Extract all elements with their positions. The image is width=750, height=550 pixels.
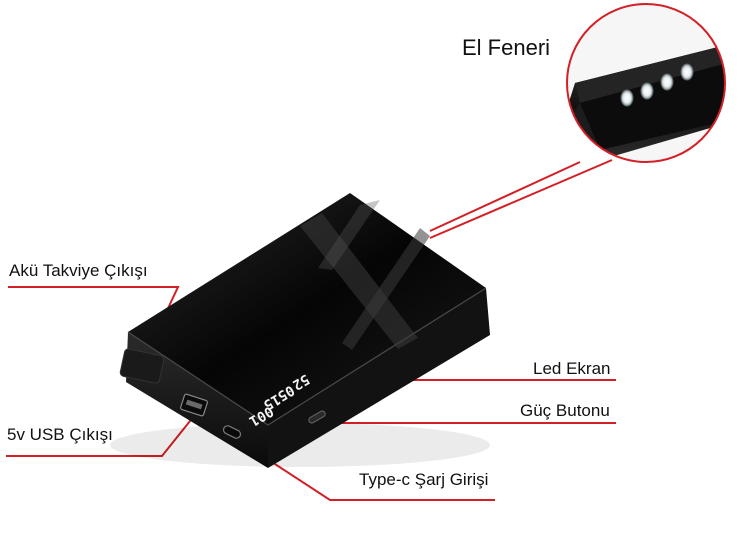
typec-input-label: Type-c Şarj Girişi <box>359 470 489 489</box>
flashlight-zoom-inset <box>566 3 726 163</box>
power-button-shape <box>308 410 326 424</box>
led-screen-label: Led Ekran <box>533 359 611 378</box>
power-bank: 52 05 15 001 <box>110 193 490 468</box>
display-row-1: 52 <box>289 371 312 393</box>
display-row-3: 15 <box>260 391 283 413</box>
power-bank-top <box>128 193 486 425</box>
display-row-2: 05 <box>274 382 297 404</box>
booster-output-label: Akü Takviye Çıkışı <box>9 261 148 280</box>
flashlight-label: El Feneri <box>462 35 551 60</box>
leader-usb <box>6 415 195 457</box>
usb-output-label: 5v USB Çıkışı <box>7 425 113 444</box>
power-button-label: Güç Butonu <box>520 401 610 420</box>
booster-port <box>119 348 165 384</box>
typec-port <box>222 425 242 439</box>
leader-flashlight-lower <box>429 159 613 239</box>
leader-flashlight-upper <box>429 161 581 232</box>
flashlight-leds <box>620 63 694 107</box>
